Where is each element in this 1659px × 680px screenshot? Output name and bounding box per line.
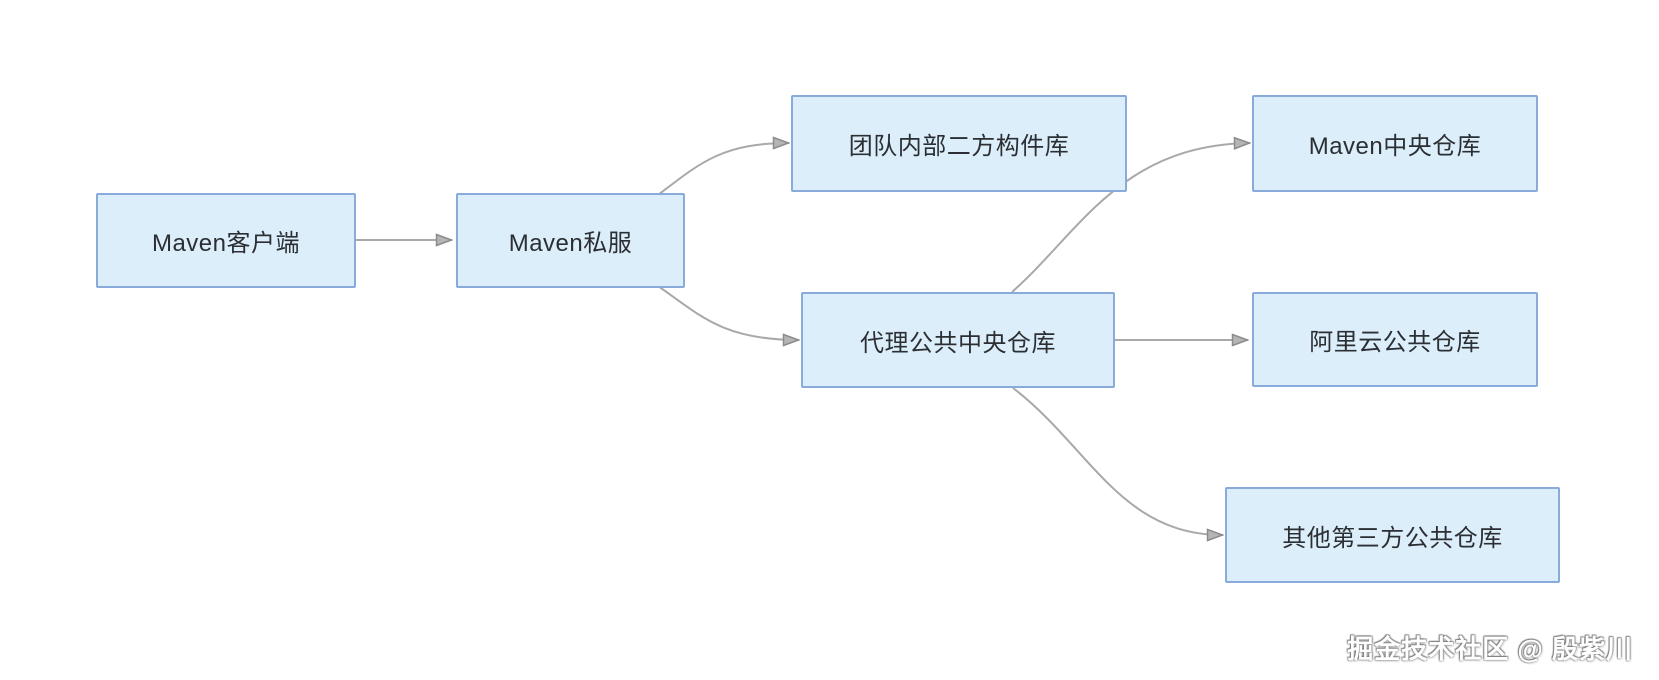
node-label: Maven中央仓库 — [1308, 133, 1482, 160]
node-maven-client[interactable]: Maven客户端 — [96, 193, 356, 288]
node-team-internal-lib[interactable]: 团队内部二方构件库 — [791, 95, 1127, 192]
edge-maven-private-to-proxy-central — [657, 285, 799, 340]
node-aliyun-public[interactable]: 阿里云公共仓库 — [1252, 292, 1538, 387]
node-proxy-central[interactable]: 代理公共中央仓库 — [801, 292, 1115, 388]
edge-proxy-central-to-third-party-public — [1012, 387, 1223, 535]
node-maven-private[interactable]: Maven私服 — [456, 193, 685, 288]
node-label: 阿里云公共仓库 — [1309, 329, 1481, 356]
node-label: Maven私服 — [508, 230, 633, 257]
edge-maven-private-to-team-internal-lib — [657, 143, 789, 196]
node-third-party-public[interactable]: 其他第三方公共仓库 — [1225, 487, 1560, 583]
node-label: 团队内部二方构件库 — [848, 133, 1070, 160]
node-maven-central[interactable]: Maven中央仓库 — [1252, 95, 1538, 192]
node-label: 代理公共中央仓库 — [860, 329, 1056, 357]
node-label: Maven客户端 — [151, 230, 301, 257]
watermark: 掘金技术社区 @ 殷紫川 — [1347, 634, 1633, 664]
node-label: 其他第三方公共仓库 — [1282, 524, 1503, 552]
